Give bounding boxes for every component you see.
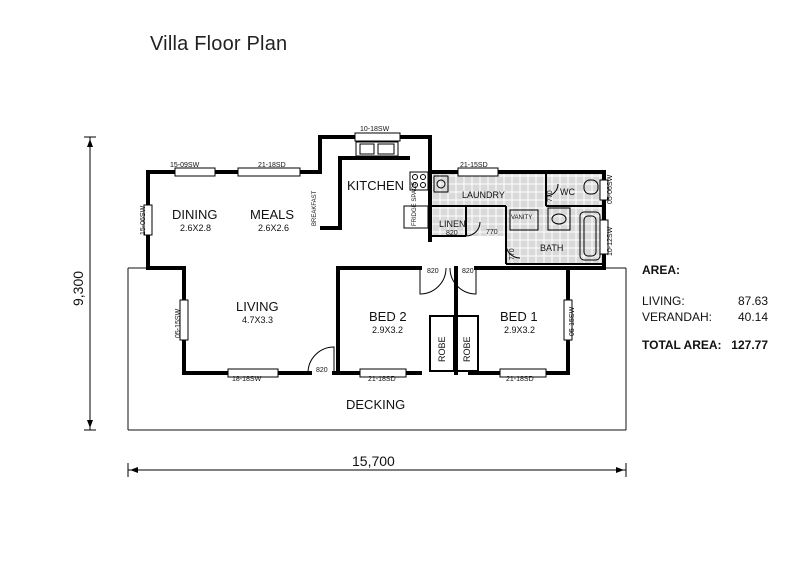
area-living-value: 87.63	[737, 294, 768, 308]
dimension-height: 9,300	[70, 271, 86, 306]
window-laundry-top: 21-15SD	[460, 162, 488, 169]
robe-a: ROBE	[437, 336, 447, 362]
dimension-arrow-left	[130, 467, 138, 473]
room-bed2: BED 2	[369, 309, 407, 324]
linen-floor	[432, 206, 506, 236]
wc-pan	[583, 179, 599, 195]
area-verandah-label: VERANDAH:	[642, 310, 713, 324]
room-dining-size: 2.6X2.8	[180, 223, 211, 233]
room-wc: WC	[560, 187, 575, 197]
page-title: Villa Floor Plan	[150, 33, 288, 55]
area-panel: AREA: LIVING: 87.63 VERANDAH: 40.14 TOTA…	[642, 263, 774, 354]
bathroom-fittings	[509, 179, 601, 261]
window-wc-right: 05-06SW	[607, 174, 614, 204]
area-verandah-value: 40.14	[737, 310, 768, 324]
room-bath: BATH	[540, 243, 563, 253]
window-bed1-bottom: 21-18SD	[506, 376, 534, 383]
door-swings	[307, 183, 559, 374]
window-living-left: 05-15SW	[175, 308, 182, 338]
area-total-value: 127.77	[731, 338, 768, 352]
kitchen-fittings	[355, 141, 449, 229]
area-total-label: TOTAL AREA:	[642, 338, 722, 352]
breakfast-bar: BREAKFAST	[312, 190, 318, 226]
room-living: LIVING	[236, 299, 279, 314]
room-bed1: BED 1	[500, 309, 538, 324]
window-marks	[143, 132, 609, 378]
door-bed1: 820	[462, 268, 474, 275]
area-living-label: LIVING:	[642, 294, 685, 308]
door-living: 820	[316, 367, 328, 374]
dimension-arrow-right	[616, 467, 624, 473]
laundry-tub	[433, 175, 449, 193]
fridge-space	[403, 205, 429, 229]
room-linen: LINEN	[439, 219, 466, 229]
window-dining-left: 15-06SW	[140, 205, 147, 235]
door-linen: 820	[446, 230, 458, 237]
window-meals-top: 21-18SD	[258, 162, 286, 169]
dimension-lines	[84, 136, 627, 477]
room-bed2-size: 2.9X3.2	[372, 325, 403, 335]
door-wc: 770	[547, 190, 554, 202]
room-bed1-size: 2.9X3.2	[504, 325, 535, 335]
area-row-living: LIVING: 87.63	[642, 294, 774, 310]
vanity-label: VANITY	[511, 215, 532, 221]
kitchen-sink	[355, 141, 399, 157]
area-row-total: TOTAL AREA: 127.77	[642, 338, 774, 354]
area-heading: AREA:	[642, 263, 680, 277]
decking-outline	[127, 267, 627, 431]
fridge-space-label: FRIDGE SPACE	[412, 182, 418, 226]
door-bath-side: 770	[509, 248, 516, 260]
vanity-basin	[547, 207, 571, 231]
window-living-bottom: 18-18SW	[232, 376, 262, 383]
window-kitchen-top: 10-18SW	[360, 126, 390, 133]
window-dining-top: 15-09SW	[170, 162, 200, 169]
window-bed2-bottom: 21-18SD	[368, 376, 396, 383]
dimension-width: 15,700	[352, 453, 395, 469]
robe-b: ROBE	[462, 336, 472, 362]
room-meals-size: 2.6X2.6	[258, 223, 289, 233]
room-meals: MEALS	[250, 207, 294, 222]
door-bed2: 820	[427, 268, 439, 275]
vanity-unit	[509, 209, 539, 231]
area-row-verandah: VERANDAH: 40.14	[642, 310, 774, 326]
room-living-size: 4.7X3.3	[242, 315, 273, 325]
room-decking: DECKING	[346, 397, 405, 412]
dimension-arrow-bottom	[87, 420, 93, 428]
laundry-floor	[432, 172, 604, 206]
room-dining: DINING	[172, 207, 218, 222]
cooktop	[409, 171, 429, 191]
partitions	[429, 172, 604, 372]
room-kitchen: KITCHEN	[347, 178, 404, 193]
window-bed1-right: 05-15SW	[569, 306, 576, 336]
door-bath: 770	[486, 229, 498, 236]
room-laundry: LAUNDRY	[462, 190, 505, 200]
dimension-arrow-top	[87, 139, 93, 147]
window-bath-right: 10-12SW	[607, 226, 614, 256]
